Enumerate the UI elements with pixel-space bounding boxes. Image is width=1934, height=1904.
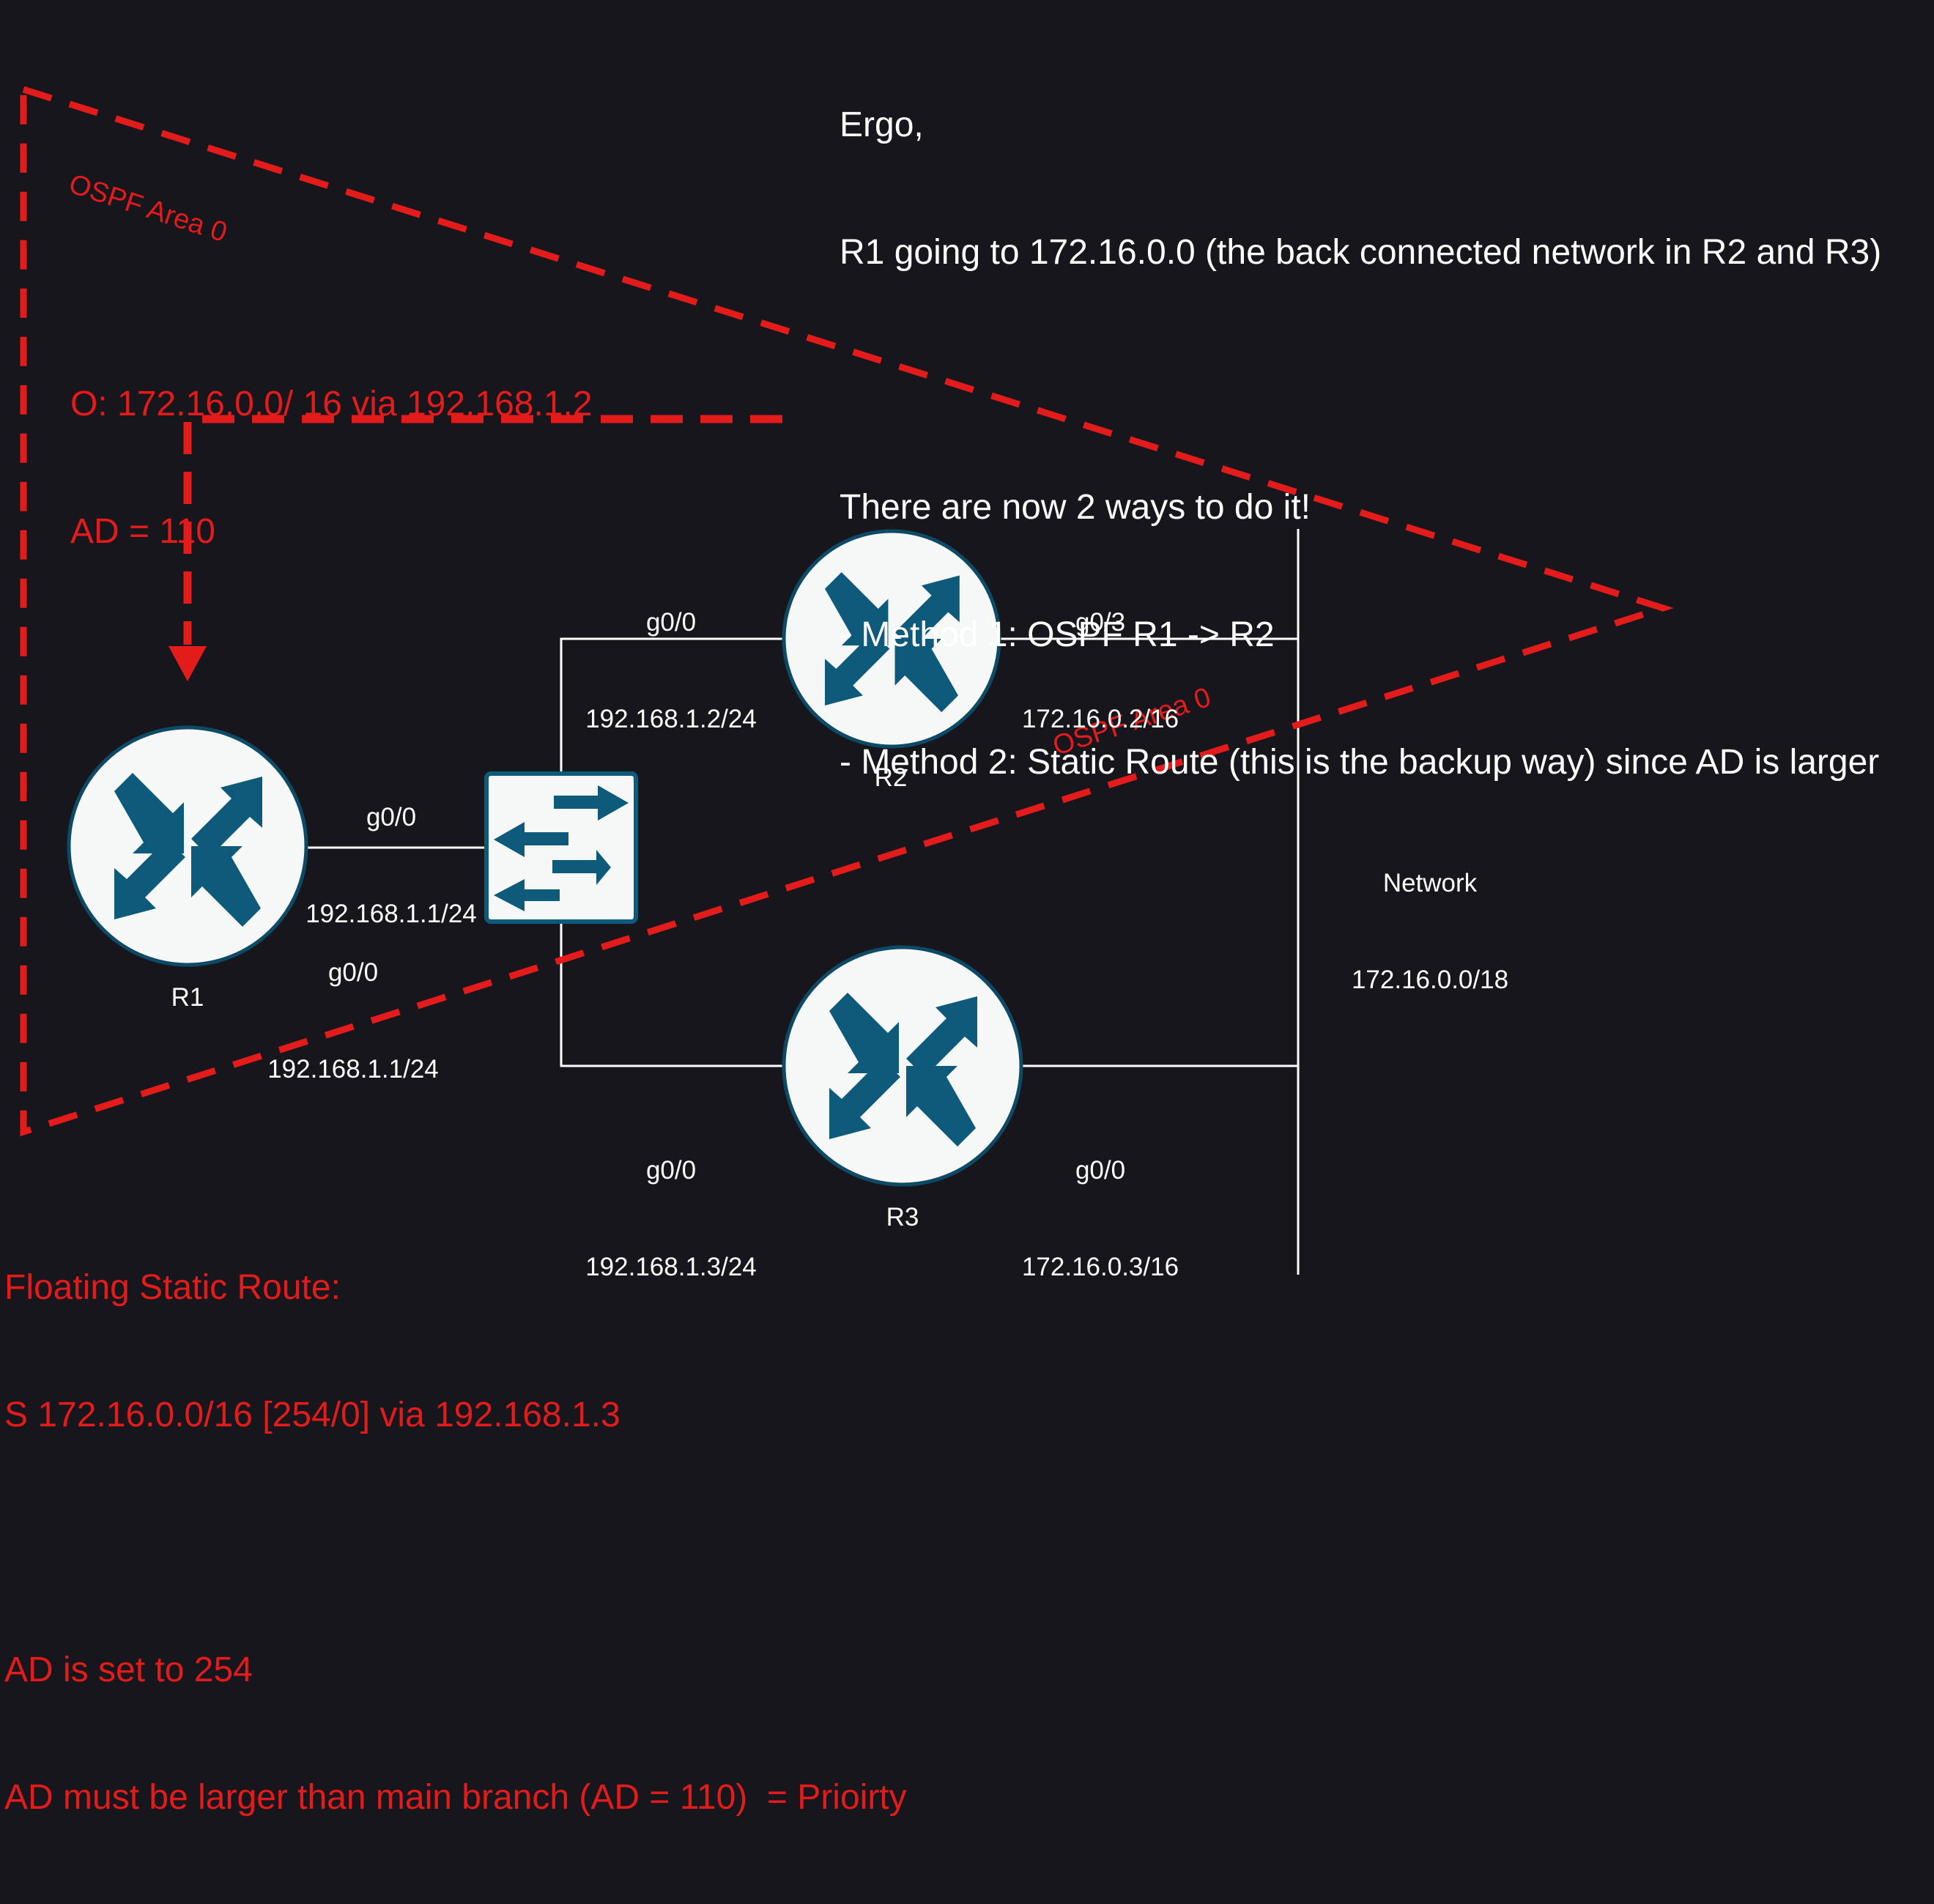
ospf-area-boundary [20,86,1674,1137]
ospf-route-line: O: 172.16.0.0/ 16 via 192.168.1.2 [70,385,593,423]
interface-ip: 172.16.0.2/16 [1021,705,1179,733]
router-r1-icon [67,725,308,967]
router-r3-label: R3 [886,1203,919,1231]
network-title: Network [1382,869,1478,897]
note-line: Ergo, [840,105,924,144]
links [306,529,1300,1275]
router-r2-icon [782,529,1001,749]
note-line: - Method 2: Static Route (this is the ba… [840,743,1880,782]
floating-static-route-text: Floating Static Route: S 172.16.0.0/16 [… [4,1182,907,1904]
network-subnet: 172.16.0.0/18 [1351,966,1509,994]
interface-name: g0/0 [645,1156,697,1185]
interface-name: g0/0 [1075,1156,1126,1185]
interface-ip: 192.168.1.1/24 [305,900,477,928]
topology-drawing [20,86,1674,1275]
interface-ip: 192.168.1.2/24 [585,705,757,733]
floating-line: AD is set to 254 [4,1651,253,1689]
ospf-route-text: O: 172.16.0.0/ 16 via 192.168.1.2 AD = 1… [70,298,593,638]
interface-ip: 192.168.1.1/24 [267,1055,439,1083]
router-r1-label: R1 [171,983,204,1012]
r2-interface-right: g0/3 172.16.0.2/16 [1012,542,1188,800]
r3-interface-right: g0/0 172.16.0.3/16 [1012,1090,1188,1348]
router-r2-label: R2 [874,763,908,792]
floating-line: Floating Static Route: [4,1268,341,1307]
floating-line: S 172.16.0.0/16 [254/0] via 192.168.1.3 [4,1396,620,1434]
note-line: R1 going to 172.16.0.0 (the back connect… [840,233,1882,272]
network-diagram: Ergo, R1 going to 172.16.0.0 (the back c… [4,19,1881,1817]
explanation-notes: Ergo, R1 going to 172.16.0.0 (the back c… [840,19,1881,869]
r2-interface-left: g0/0 192.168.1.2/24 [583,542,759,800]
r1-interface-top: g0/0 192.168.1.1/24 [303,737,479,995]
interface-ip: 192.168.1.3/24 [585,1253,757,1281]
network-label: Network 172.16.0.0/18 [1342,803,1518,1061]
interface-ip: 172.16.0.3/16 [1021,1253,1179,1281]
ospf-area-triangle [20,86,1674,1137]
link-switch-r2 [560,637,784,774]
interface-name: g0/0 [645,608,697,637]
note-line: There are now 2 ways to do it! [840,488,1311,527]
r1-interface-bottom: g0/0 192.168.1.1/24 [265,892,441,1150]
router-r3-icon [782,945,1023,1187]
note-line [840,359,1881,401]
interface-name: g0/0 [366,803,417,831]
interface-name: g0/0 [327,958,379,987]
note-line: - Method 1: OSPF R1 -> R2 [840,615,1275,654]
route-arrowhead [168,646,207,681]
floating-line [4,1522,907,1564]
floating-line: AD must be larger than main branch (AD =… [4,1778,907,1817]
link-switch-r3 [560,922,784,1067]
interface-name: g0/3 [1075,608,1126,637]
ospf-route-ad: AD = 110 [70,512,215,551]
switch-icon [484,771,638,924]
r3-interface-left: g0/0 192.168.1.3/24 [583,1090,759,1348]
